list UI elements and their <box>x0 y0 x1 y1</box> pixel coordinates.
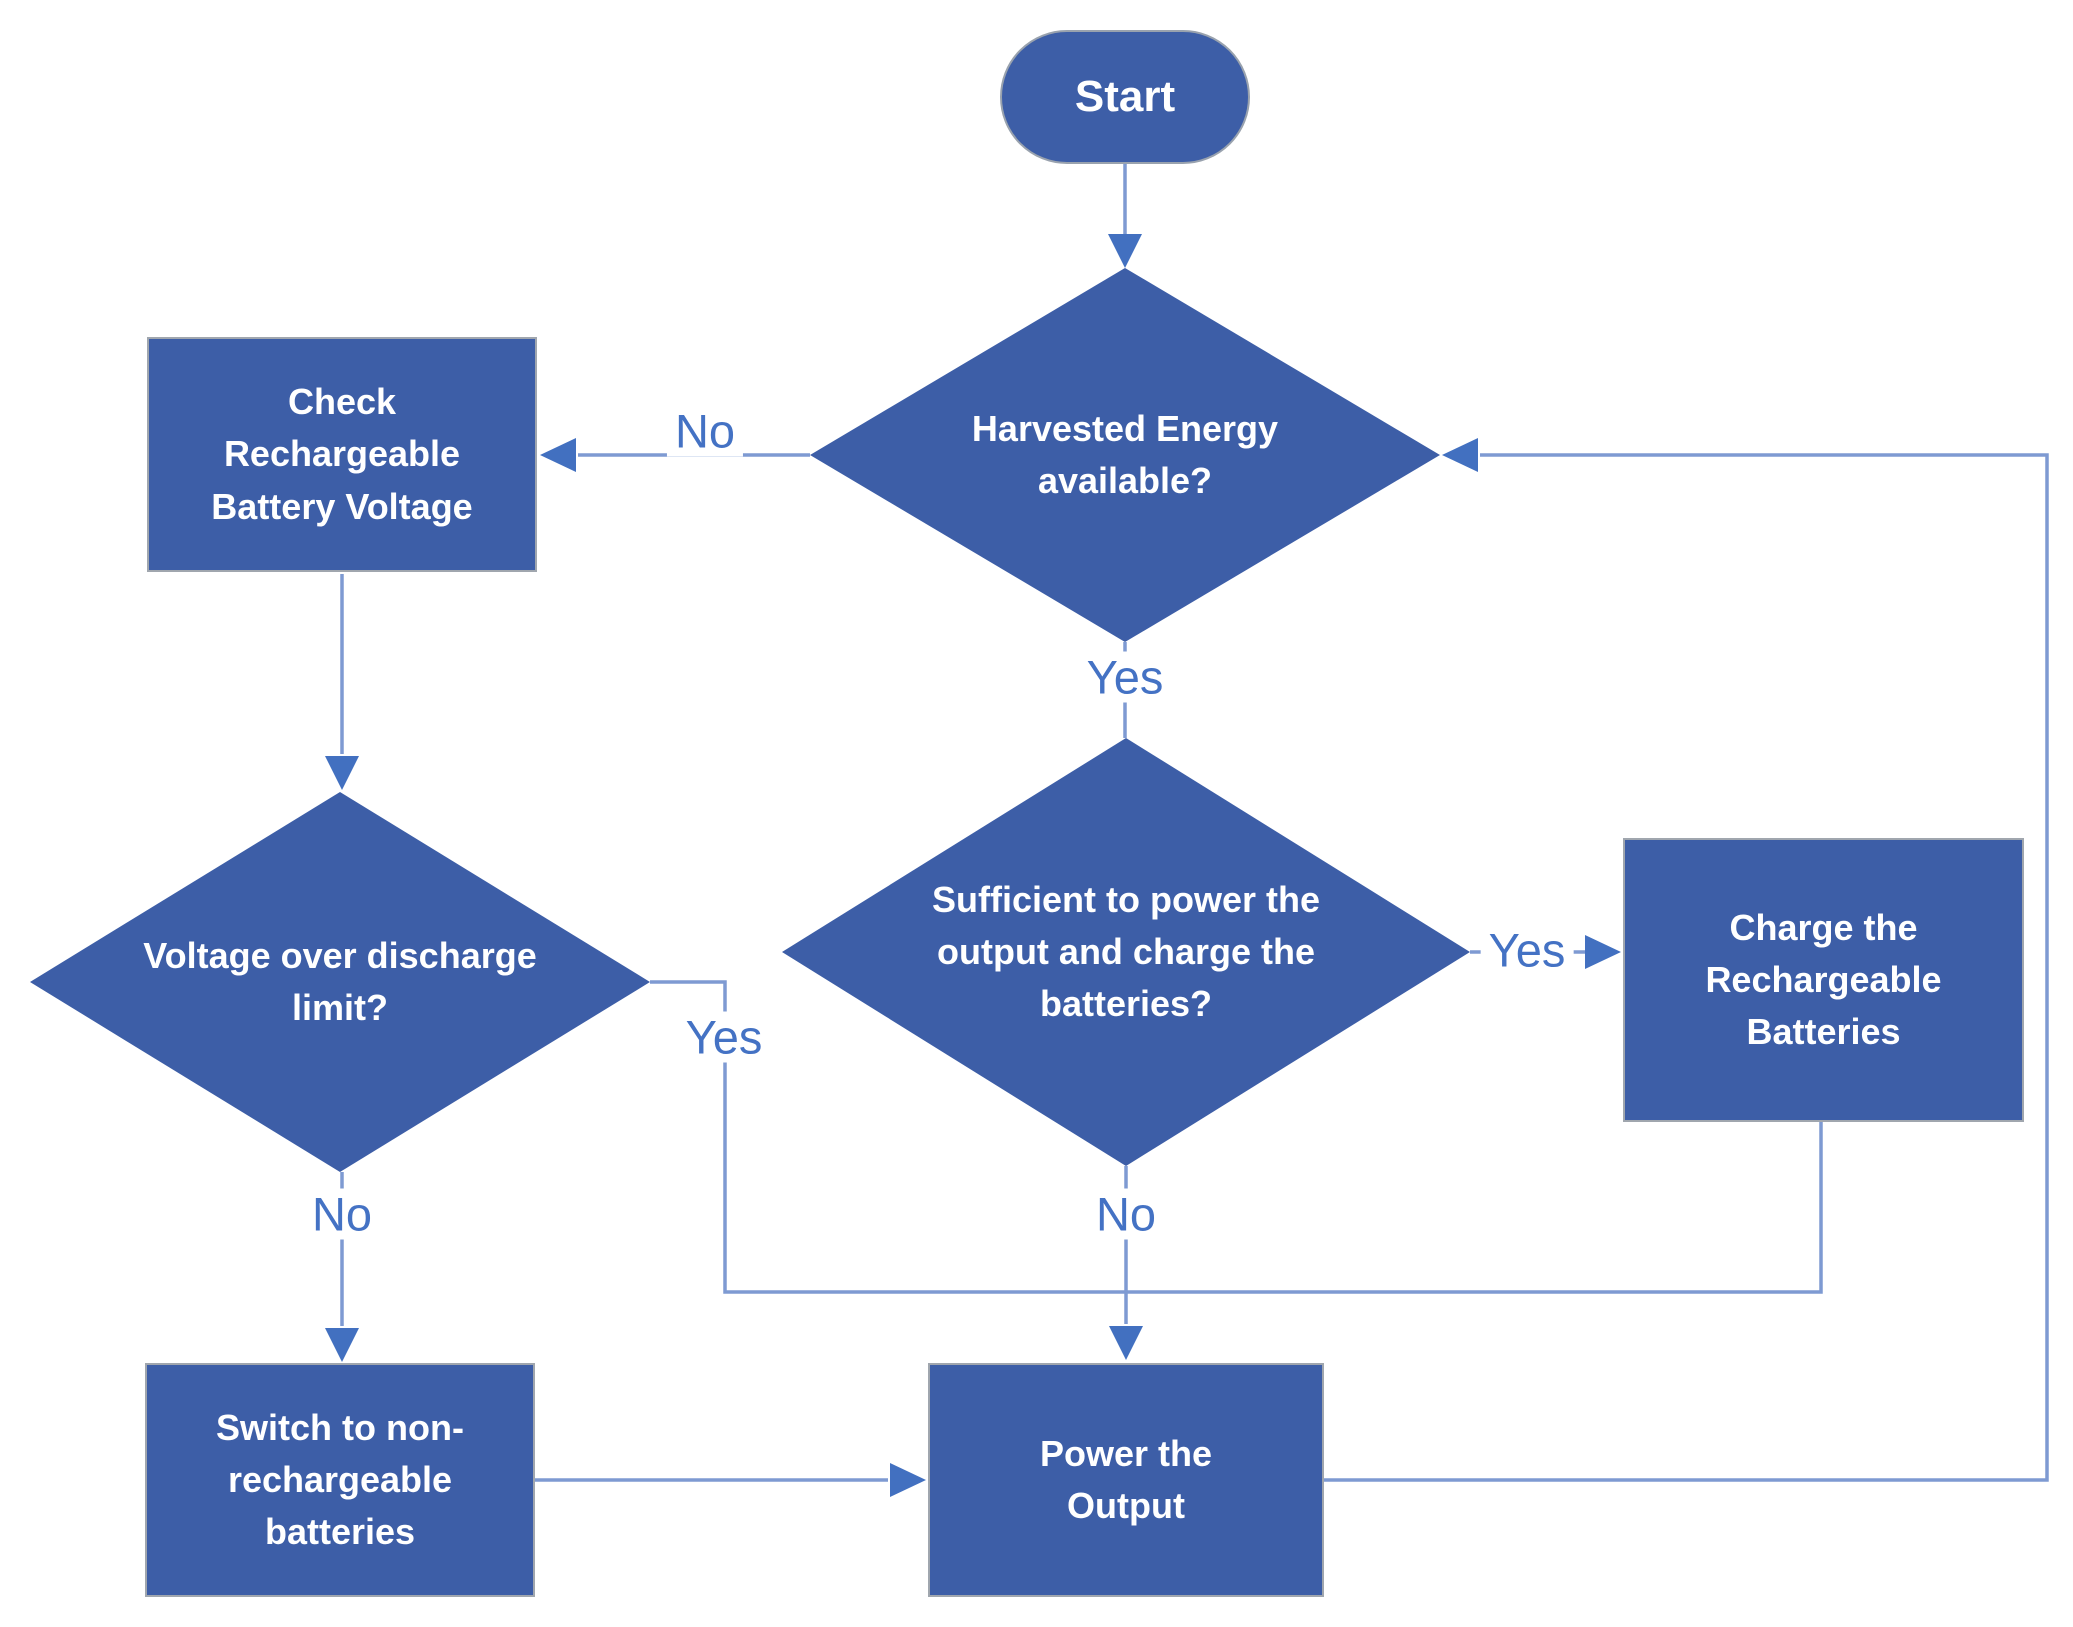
label-no-voltage-limit: No <box>303 1188 381 1240</box>
arrowhead-into-power-left <box>890 1463 926 1497</box>
start-node: Start <box>1000 30 1250 164</box>
process-check-battery-voltage: Check Rechargeable Battery Voltage <box>147 337 537 572</box>
arrowhead-into-power-top <box>1109 1326 1143 1360</box>
process-charge-batteries: Charge the Rechargeable Batteries <box>1623 838 2024 1122</box>
arrowhead-into-check-right <box>540 438 576 472</box>
label-yes-voltage-limit: Yes <box>677 1011 771 1063</box>
arrowhead-into-harvested-right <box>1442 438 1478 472</box>
process-switch-non-rechargeable: Switch to non- rechargeable batteries <box>145 1363 535 1597</box>
label-yes-harvested: Yes <box>1078 651 1172 703</box>
arrowhead-into-voltagelimit-top <box>325 756 359 790</box>
arrowhead-into-charge-left <box>1585 935 1621 969</box>
process-power-output: Power the Output <box>928 1363 1324 1597</box>
label-no-sufficient: No <box>1087 1188 1165 1240</box>
arrowhead-into-harvested-top <box>1108 234 1142 268</box>
edge-power-loop-harvested <box>1324 453 2049 1482</box>
arrowhead-into-switch-top <box>325 1328 359 1362</box>
label-no-harvested: No <box>666 405 744 457</box>
label-yes-sufficient: Yes <box>1480 924 1574 976</box>
edge-voltagelimit-yes-merge <box>650 980 1823 1294</box>
